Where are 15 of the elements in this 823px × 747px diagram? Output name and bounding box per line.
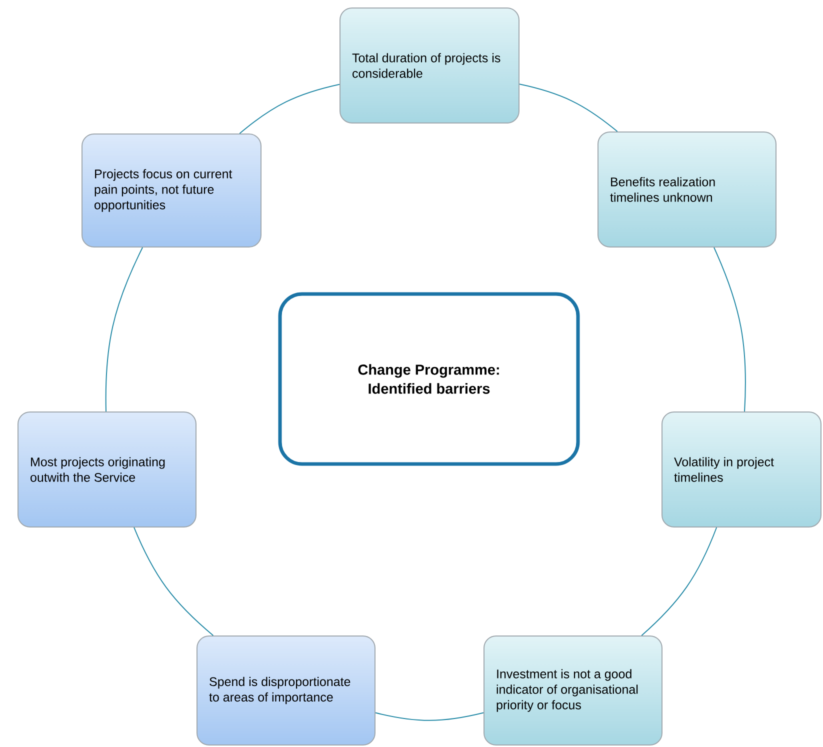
connector-arc bbox=[239, 84, 340, 134]
connector-arc bbox=[714, 247, 746, 412]
connector-arc bbox=[105, 247, 144, 412]
barrier-box: Most projects originating outwith the Service bbox=[18, 412, 196, 528]
barrier-box: Benefits realization timelines unknown bbox=[598, 132, 776, 248]
connector-arc bbox=[519, 84, 618, 132]
connector-arc bbox=[134, 527, 214, 636]
barrier-box: Total duration of projects is considerable bbox=[340, 8, 520, 124]
barrier-box: Volatility in project timelines bbox=[662, 412, 822, 528]
central-box: Change Programme: Identified barriers bbox=[278, 292, 580, 466]
barrier-box: Projects focus on current pain points, not future opportunities bbox=[82, 134, 262, 248]
connector-arc bbox=[375, 712, 484, 721]
barrier-box: Spend is disproportionate to areas of importance bbox=[196, 636, 376, 746]
connector-arc bbox=[641, 527, 718, 636]
barrier-box: Investment is not a good indicator of organisational priority or focus bbox=[484, 636, 662, 746]
